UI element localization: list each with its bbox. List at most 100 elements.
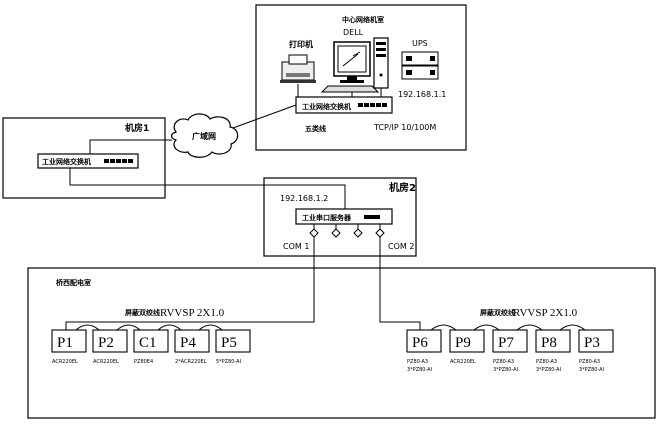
right-device-row: P6PZ80-A33*PZ80-AIP9ACR220ELP7PZ80-A33*P…: [406, 324, 614, 373]
device-box: [51, 329, 87, 353]
serial-server: 工业串口服务器: [295, 208, 393, 225]
left-device-row: P1ACR220ELP2ACR220ELC1PZ80E4P42*ACR220EL…: [51, 324, 251, 365]
ups-label: UPS: [412, 39, 428, 48]
room1: 机房1 工业网络交换机: [2, 117, 166, 199]
room1-title: 机房1: [125, 122, 149, 134]
device-box: [92, 329, 128, 353]
device-model: PZ80-A3: [407, 359, 428, 365]
com1-label: COM 1: [283, 242, 309, 251]
device-model: PZ80-A3: [493, 359, 514, 365]
ups-icon: [401, 51, 439, 80]
printer-icon: [280, 54, 316, 83]
device-id: C1: [139, 335, 157, 351]
room2-ip-label: 192.168.1.2: [280, 194, 328, 203]
device-model: ACR220EL: [93, 359, 119, 365]
device-chain-link: [516, 324, 543, 331]
device-model-secondary: 3*PZ80-AI: [407, 367, 432, 373]
device-model: PZ80-A3: [579, 359, 600, 365]
right-cable-model: RVVSP 2X1.0: [513, 307, 578, 319]
center-switch-label: 工业网络交换机: [302, 102, 351, 111]
device-chain-link: [559, 324, 586, 331]
center-switch: 工业网络交换机: [295, 96, 393, 114]
substation: 桥西配电室 屏蔽双绞线 RVVSP 2X1.0 屏蔽双绞线 RVVSP 2X1.…: [27, 237, 656, 419]
device-box: [215, 329, 251, 353]
room1-switch-label: 工业网络交换机: [42, 157, 91, 166]
device-model: PZ80E4: [134, 359, 153, 365]
serial-server-led-icon: [364, 215, 380, 219]
room1-frame: [2, 117, 166, 199]
cable-type-label: 五类线: [305, 124, 326, 133]
com-port-icon: [375, 228, 385, 238]
device-cell: P55*PZ80-AI: [215, 329, 251, 365]
com-port-icon: [353, 228, 363, 238]
left-cable-model: RVVSP 2X1.0: [160, 307, 225, 319]
link-room1-wan: [89, 139, 172, 154]
device-chain-link: [473, 324, 500, 331]
center-ip-label: 192.168.1.1: [398, 90, 446, 99]
device-box: [578, 329, 614, 353]
link-room1-room2: [69, 168, 346, 213]
device-id: P9: [455, 335, 471, 351]
device-chain-link: [198, 324, 223, 331]
com1-bus-line: [65, 237, 315, 330]
device-id: P2: [98, 335, 114, 351]
device-cell: P42*ACR220EL: [174, 324, 223, 365]
room1-switch: 工业网络交换机: [37, 153, 139, 169]
center-room: 中心网络机室 打印机 DELL UP: [255, 4, 467, 151]
device-id: P3: [584, 335, 600, 351]
com-port-icon: [309, 228, 319, 238]
device-id: P1: [57, 335, 73, 351]
device-model: PZ80-A3: [536, 359, 557, 365]
substation-frame: [27, 267, 656, 419]
com-port-icon: [331, 228, 341, 238]
center-room-title: 中心网络机室: [342, 15, 384, 24]
right-cable-label: 屏蔽双绞线: [479, 308, 515, 317]
device-model: ACR220EL: [52, 359, 78, 365]
device-box: [535, 329, 571, 353]
device-box: [133, 329, 169, 353]
left-cable-label: 屏蔽双绞线: [124, 308, 160, 317]
pc-brand-label: DELL: [343, 28, 364, 37]
device-model-secondary: 3*PZ80-AI: [536, 367, 561, 373]
device-id: P6: [412, 335, 428, 351]
keyboard-icon: [320, 85, 380, 93]
center-room-frame: [255, 4, 467, 151]
pc-tower-icon: [373, 37, 389, 89]
device-model: 2*ACR220EL: [175, 359, 207, 365]
room2-title: 机房2: [389, 181, 416, 194]
device-id: P8: [541, 335, 557, 351]
com-ports: [309, 224, 385, 238]
device-id: P7: [498, 335, 514, 351]
device-box: [406, 329, 442, 353]
substation-title: 桥西配电室: [56, 278, 91, 287]
protocol-label: TCP/IP 10/100M: [373, 123, 436, 132]
device-chain-link: [430, 324, 457, 331]
device-box: [174, 329, 210, 353]
switch-ports-icon: [104, 159, 133, 163]
device-model: ACR220EL: [450, 359, 476, 365]
link-wan-center: [232, 104, 297, 129]
device-chain-link: [75, 324, 100, 331]
wan-cloud: 广域网: [170, 113, 239, 158]
serial-server-label: 工业串口服务器: [302, 213, 352, 222]
device-model: 5*PZ80-AI: [216, 359, 241, 365]
device-box: [449, 329, 485, 353]
printer-label: 打印机: [289, 39, 313, 49]
com2-bus-line: [379, 237, 421, 330]
room2: 机房2 192.168.1.2 工业串口服务器 COM 1 COM 2: [263, 177, 417, 257]
device-model-secondary: 3*PZ80-AI: [579, 367, 604, 373]
device-model-secondary: 3*PZ80-AI: [493, 367, 518, 373]
com2-label: COM 2: [388, 242, 414, 251]
device-box: [492, 329, 528, 353]
cloud-icon: [170, 113, 239, 158]
